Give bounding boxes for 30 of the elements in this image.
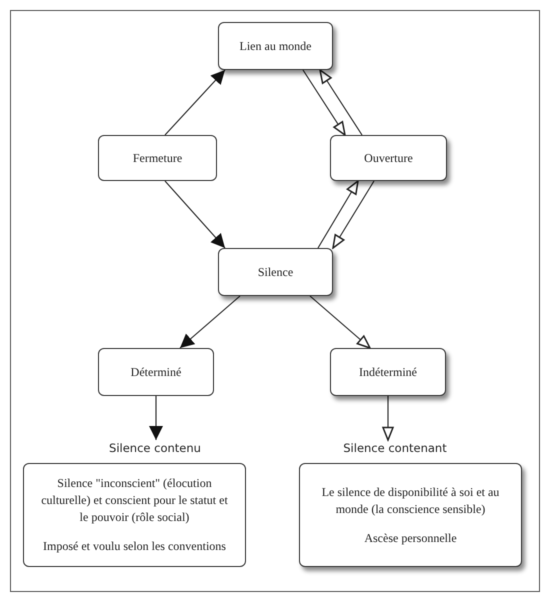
caption-text: Silence contenant — [320, 440, 470, 458]
arrow — [302, 70, 346, 136]
box-text: Le silence de disponibilité à soi et au monde (la conscience sensible) — [320, 484, 500, 518]
process-box — [98, 135, 217, 181]
box-text: Déterminé — [130, 364, 182, 381]
arrow — [310, 296, 371, 349]
box-text: Silence — [258, 264, 294, 281]
box-text: Imposé et voulu selon les conventions — [43, 538, 226, 555]
box-text: Lien au monde — [240, 38, 312, 55]
arrow — [318, 180, 359, 248]
process-box — [218, 248, 333, 296]
process-box — [98, 348, 214, 396]
box-text: Ouverture — [364, 150, 413, 167]
arrow — [164, 180, 226, 248]
box-text: Fermeture — [132, 150, 182, 167]
process-box — [330, 135, 447, 181]
box-text: Indéterminé — [359, 364, 417, 381]
box-text: Ascèse personnelle — [364, 530, 457, 546]
box-text: Silence "inconscient" (élocution culturelle) et conscient pour le statut et le pouvoir (rôle social) — [40, 475, 229, 526]
arrow — [164, 70, 226, 136]
arrow — [332, 180, 374, 249]
arrow — [180, 296, 240, 348]
process-box — [218, 22, 333, 70]
process-box — [330, 348, 446, 396]
process-box — [299, 463, 522, 567]
arrow — [149, 396, 163, 440]
arrow — [319, 69, 362, 136]
caption-text: Silence contenu — [80, 440, 230, 458]
arrow — [382, 396, 394, 441]
process-box — [23, 463, 246, 567]
